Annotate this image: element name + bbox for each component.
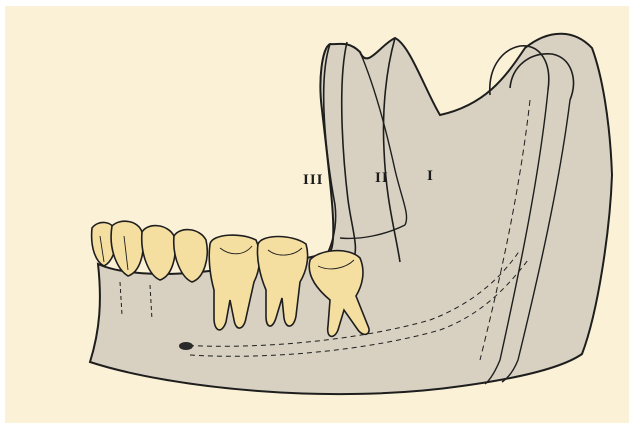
tooth-canine xyxy=(142,226,175,280)
tooth-incisor-2 xyxy=(111,221,143,276)
mental-foramen xyxy=(179,342,193,350)
label-zone-ii: II xyxy=(375,170,389,186)
label-zone-iii: III xyxy=(303,172,324,188)
label-zone-i: I xyxy=(427,168,434,184)
